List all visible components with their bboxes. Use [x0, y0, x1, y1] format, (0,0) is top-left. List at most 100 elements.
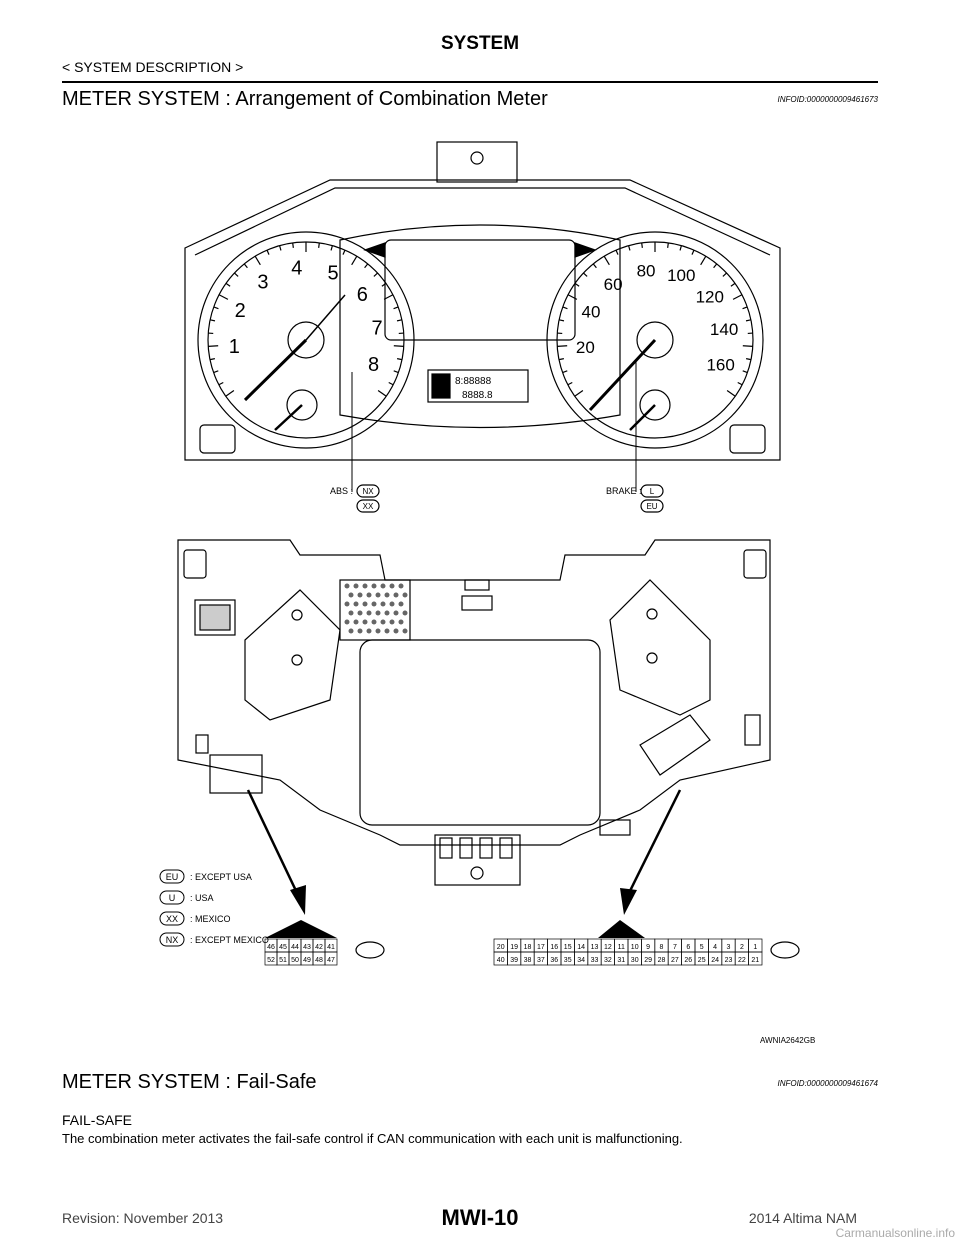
failsafe-body: The combination meter activates the fail… [62, 1131, 683, 1146]
speedometer_numbers-140: 140 [710, 320, 738, 339]
connector-pin: 34 [577, 957, 585, 964]
svg-text:8:88888: 8:88888 [455, 376, 492, 387]
connector-pin: 22 [738, 957, 746, 964]
legend-desc: : EXCEPT USA [190, 872, 252, 882]
rear-socket [194, 599, 236, 636]
connector-left-outline [209, 754, 263, 794]
legend-desc: : MEXICO [190, 914, 231, 924]
tachometer_numbers-4: 4 [291, 258, 302, 280]
connector-pin: 43 [303, 944, 311, 951]
breadcrumb[interactable]: < SYSTEM DESCRIPTION > [62, 59, 244, 75]
tachometer_numbers-7: 7 [372, 318, 383, 340]
connector-pin: 13 [591, 944, 599, 951]
connector-pin: 9 [646, 944, 650, 951]
connector-pin: 48 [315, 957, 323, 964]
tachometer_numbers-2: 2 [235, 300, 246, 322]
brake-code: L [650, 487, 655, 496]
connector-pin: 19 [510, 944, 518, 951]
connector-pin: 17 [537, 944, 545, 951]
svg-text:8888.8: 8888.8 [462, 390, 493, 401]
connector-pin: 32 [604, 957, 612, 964]
left-connector-arrow [246, 789, 300, 896]
connector-pin: 2 [740, 944, 744, 951]
connector-pin: 12 [604, 944, 612, 951]
abs-code: NX [362, 487, 374, 496]
top-mount-tab [436, 141, 518, 183]
failsafe-subheading: FAIL-SAFE [62, 1112, 133, 1128]
connector-pin: 14 [577, 944, 585, 951]
vdc2-code: EU [646, 502, 657, 511]
connector-pin: 28 [658, 957, 666, 964]
section-title-arrangement: METER SYSTEM : Arrangement of Combinatio… [62, 88, 548, 110]
connector-pin: 4 [713, 944, 717, 951]
meter-housing [184, 179, 781, 461]
legend-code: EU [166, 872, 179, 882]
tachometer_numbers-3: 3 [257, 271, 268, 293]
connector-pin: 50 [291, 957, 299, 964]
info-id-failsafe: INFOID:0000000009461674 [777, 1079, 878, 1088]
connector-pin: 38 [524, 957, 532, 964]
vdc-code: XX [363, 502, 374, 511]
connector-right-outline [639, 714, 711, 776]
speaker-grille [339, 579, 411, 641]
section-title-failsafe: METER SYSTEM : Fail-Safe [62, 1071, 317, 1093]
meter-rear-view [177, 539, 771, 886]
mount-hole-icon [470, 151, 484, 165]
bottom-mount [434, 834, 521, 886]
speedometer_numbers-40: 40 [582, 303, 601, 322]
connector-pin: 39 [510, 957, 518, 964]
connector-pin: 26 [684, 957, 692, 964]
tachometer_numbers-1: 1 [229, 336, 240, 358]
abs-callout-label: ABS : [330, 486, 353, 496]
connector-pin: 29 [644, 957, 652, 964]
speedometer_numbers-20: 20 [576, 338, 595, 357]
legend-desc: : USA [190, 893, 214, 903]
connector-pin: 11 [618, 944, 625, 951]
connector-pin: 27 [671, 957, 679, 964]
rear-housing [177, 539, 771, 846]
turn-right-arrow-icon [574, 242, 597, 258]
connector-pin: 20 [497, 944, 505, 951]
connector-latch [461, 595, 493, 611]
speedometer_numbers-160: 160 [706, 355, 734, 374]
info-id-arrangement: INFOID:0000000009461673 [777, 95, 878, 104]
speedometer_numbers-120: 120 [696, 287, 724, 306]
header-rule [62, 81, 878, 83]
right-arrow-head [620, 888, 637, 915]
legend-code: NX [166, 935, 179, 945]
right-connector-arrow [626, 789, 682, 896]
tachometer-bezel [197, 231, 415, 449]
connector-pin: 35 [564, 957, 572, 964]
footer-revision: Revision: November 2013 [62, 1210, 224, 1226]
connector-pin: 3 [727, 944, 731, 951]
connector-pin: 5 [700, 944, 704, 951]
connector-pin: 24 [711, 957, 719, 964]
footer-model: 2014 Altima NAM [748, 1210, 857, 1226]
tachometer_numbers-6: 6 [357, 284, 368, 306]
bottom-mount-hole-icon [470, 866, 484, 880]
tachometer_numbers-5: 5 [327, 262, 338, 284]
odometer-display [427, 369, 529, 403]
connector-pin: 31 [617, 957, 625, 964]
connector-pin: 18 [524, 944, 532, 951]
connector-pin: 16 [550, 944, 558, 951]
connector-pin: 45 [279, 944, 287, 951]
connector-pin: 41 [327, 944, 335, 951]
brake-callout-label: BRAKE : [606, 486, 642, 496]
watermark: Carmanualsonline.info [835, 1226, 955, 1240]
speedometer_numbers-100: 100 [667, 266, 695, 285]
center-display [384, 239, 576, 341]
connector-pin: 15 [564, 944, 572, 951]
connector-pin: 8 [660, 944, 664, 951]
connector-pin: 10 [631, 944, 639, 951]
connector-pin: 47 [327, 957, 335, 964]
connector-left-tag [355, 941, 385, 959]
figure-id: AWNIA2642GB [760, 1036, 816, 1045]
turn-left-arrow-icon [363, 242, 386, 258]
connector-pin: 21 [751, 957, 759, 964]
connector-pin: 44 [291, 944, 299, 951]
